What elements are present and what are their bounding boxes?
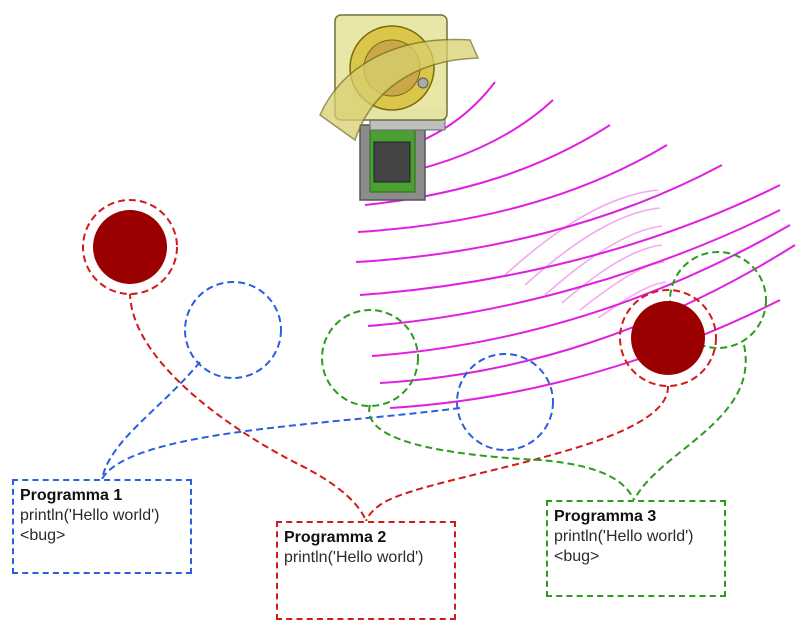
program-box-3: Programma 3 println('Hello world') <bug> [546,500,726,597]
program-box-1: Programma 1 println('Hello world') <bug> [12,479,192,574]
device-screw [417,77,429,89]
program-title: Programma 1 [20,487,123,504]
faint-wave [544,225,663,296]
connector-green-circle-1 [368,404,635,501]
red-target-dot [631,301,705,375]
red-dashed-ring [619,289,717,387]
wave [379,244,796,384]
program-title: Programma 2 [284,529,387,546]
program-code-line: println('Hello world') [554,528,694,545]
blue-dashed-circle [456,353,554,451]
red-target-dot [93,210,167,284]
program-bug-line: <bug> [554,548,600,565]
wave [371,224,791,357]
connector-blue-circle-1 [101,361,201,480]
signal-waves-icon [355,81,796,409]
rotating-robot-sensor-head-icon [319,14,480,201]
device-shield [319,38,480,142]
blue-dashed-circle [184,281,282,379]
connector-red-circle-1 [129,291,367,522]
program-box-2: Programma 2 println('Hello world') [276,521,456,620]
program-code-line: println('Hello world') [20,507,160,524]
faint-wave [561,244,663,304]
faint-wave [597,281,667,319]
device-screen [373,141,411,183]
target-circles [82,199,767,451]
connector-blue-circle-2 [101,407,461,480]
wave [357,144,668,233]
wave [389,299,781,409]
wave [359,184,781,296]
wave [355,164,723,263]
connector-green-circle-2 [633,344,747,501]
connector-red-circle-2 [365,385,670,522]
program-bug-line: <bug> [20,527,66,544]
connectors [101,291,747,522]
green-dashed-circle [321,309,419,407]
program-title: Programma 3 [554,508,657,525]
faint-wave [504,189,659,276]
green-dashed-circle [669,251,767,349]
wave [367,209,781,327]
program-code-line: println('Hello world') [284,549,424,566]
faint-wave [524,207,661,286]
